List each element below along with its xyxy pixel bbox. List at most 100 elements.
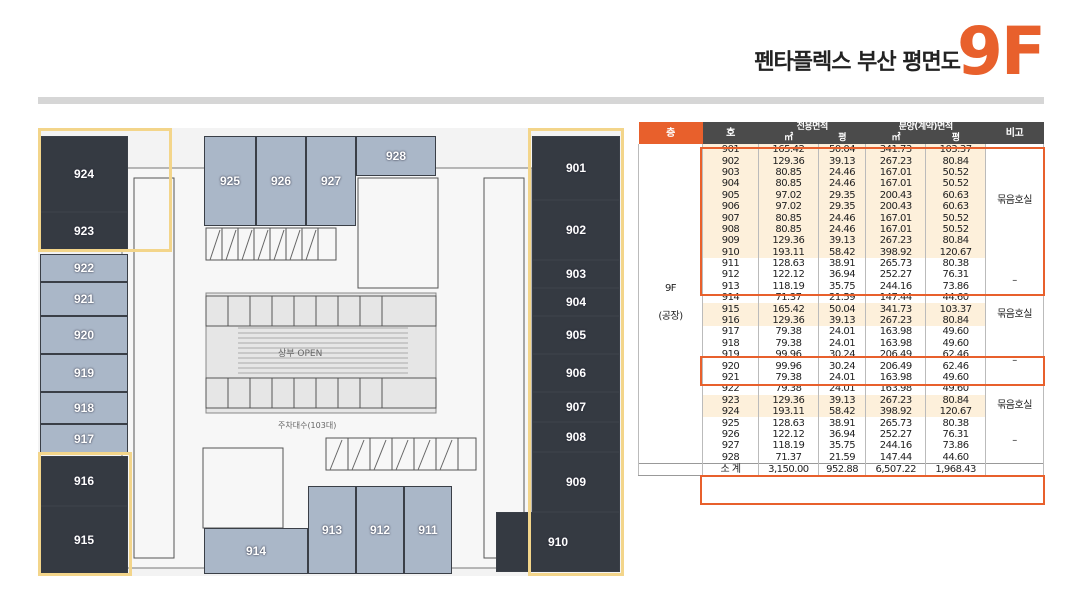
area-cell: 21.59	[818, 451, 867, 464]
unit-number-cell: 928	[702, 451, 759, 464]
area-cell: 267.23	[865, 394, 927, 406]
area-cell: 30.24	[818, 349, 867, 361]
area-cell: 24.46	[818, 212, 867, 224]
unit-915[interactable]: 915	[40, 506, 128, 574]
area-cell: 76.31	[925, 269, 986, 281]
header-divider	[38, 97, 1044, 104]
col-sale: 분양(계약)면적	[865, 122, 986, 133]
unit-number-cell: 913	[702, 280, 759, 293]
area-cell: 39.13	[818, 394, 867, 406]
unit-908[interactable]: 908	[532, 422, 620, 452]
unit-903[interactable]: 903	[532, 260, 620, 288]
area-cell: 252.27	[865, 428, 927, 441]
area-cell: 38.91	[818, 257, 867, 270]
unit-924[interactable]: 924	[40, 136, 128, 212]
unit-number-cell: 924	[702, 405, 759, 418]
unit-905[interactable]: 905	[532, 316, 620, 354]
area-cell: 147.44	[865, 292, 927, 304]
unit-901[interactable]: 901	[532, 136, 620, 200]
unit-918[interactable]: 918	[40, 392, 128, 424]
unit-922[interactable]: 922	[40, 254, 128, 282]
bundle-box-923-924	[700, 475, 1045, 505]
note-bundle: 묶음호실	[985, 394, 1044, 418]
area-cell: 122.12	[758, 428, 819, 441]
unit-928[interactable]: 928	[356, 136, 436, 176]
area-cell: 103.37	[925, 144, 986, 156]
area-cell: 118.19	[758, 440, 819, 452]
unit-916[interactable]: 916	[40, 456, 128, 506]
unit-923[interactable]: 923	[40, 212, 128, 250]
area-cell: 79.38	[758, 326, 819, 338]
unit-914[interactable]: 914	[204, 528, 308, 574]
area-cell: 267.23	[865, 314, 927, 327]
unit-912[interactable]: 912	[356, 486, 404, 574]
area-cell: 129.36	[758, 314, 819, 327]
unit-902[interactable]: 902	[532, 200, 620, 260]
area-cell: 49.60	[925, 337, 986, 350]
area-cell: 99.96	[758, 360, 819, 372]
unit-number-cell: 919	[702, 349, 759, 361]
unit-909[interactable]: 909	[532, 452, 620, 512]
area-cell: 38.91	[818, 417, 867, 429]
area-cell: 50.52	[925, 212, 986, 224]
unit-921[interactable]: 921	[40, 282, 128, 316]
page-title: 펜타플렉스 부산 평면도	[754, 50, 961, 75]
col-sale-sqm: ㎡	[865, 133, 926, 144]
unit-906[interactable]: 906	[532, 354, 620, 392]
floor-sub-label: (공장)	[658, 311, 683, 323]
unit-925[interactable]: 925	[204, 136, 256, 226]
unit-920[interactable]: 920	[40, 316, 128, 354]
unit-927[interactable]: 927	[306, 136, 356, 226]
total-value: 952.88	[818, 462, 867, 477]
unit-904[interactable]: 904	[532, 288, 620, 316]
area-cell: 73.86	[925, 440, 986, 452]
unit-number-cell: 911	[702, 257, 759, 270]
unit-number-cell: 912	[702, 269, 759, 281]
unit-911[interactable]: 911	[404, 486, 452, 574]
area-cell: 80.84	[925, 394, 986, 406]
area-cell: 122.12	[758, 269, 819, 281]
area-cell: 62.46	[925, 360, 986, 372]
area-cell: 29.35	[818, 189, 867, 201]
unit-number-cell: 904	[702, 178, 759, 190]
area-cell: 165.42	[758, 144, 819, 156]
area-cell: 60.63	[925, 200, 986, 213]
area-cell: 36.94	[818, 428, 867, 441]
area-cell: 24.46	[818, 166, 867, 179]
col-exclusive-sqm: ㎡	[758, 133, 819, 144]
unit-913[interactable]: 913	[308, 486, 356, 574]
unit-910[interactable]: 910	[496, 512, 620, 572]
unit-number-cell: 901	[702, 144, 759, 156]
note-none: –	[985, 257, 1044, 304]
unit-917[interactable]: 917	[40, 424, 128, 454]
area-cell: 36.94	[818, 269, 867, 281]
area-cell: 76.31	[925, 428, 986, 441]
area-cell: 97.02	[758, 200, 819, 213]
unit-926[interactable]: 926	[256, 136, 306, 226]
floor-badge: 9F	[956, 13, 1046, 90]
col-exclusive-pyeong: 평	[818, 133, 866, 144]
area-cell: 128.63	[758, 417, 819, 429]
unit-907[interactable]: 907	[532, 392, 620, 422]
area-cell: 163.98	[865, 383, 927, 395]
area-cell: 24.46	[818, 223, 867, 236]
unit-919[interactable]: 919	[40, 354, 128, 392]
area-cell: 244.16	[865, 440, 927, 452]
area-cell: 118.19	[758, 280, 819, 293]
col-unit: 호	[702, 122, 759, 144]
area-cell: 80.85	[758, 166, 819, 179]
